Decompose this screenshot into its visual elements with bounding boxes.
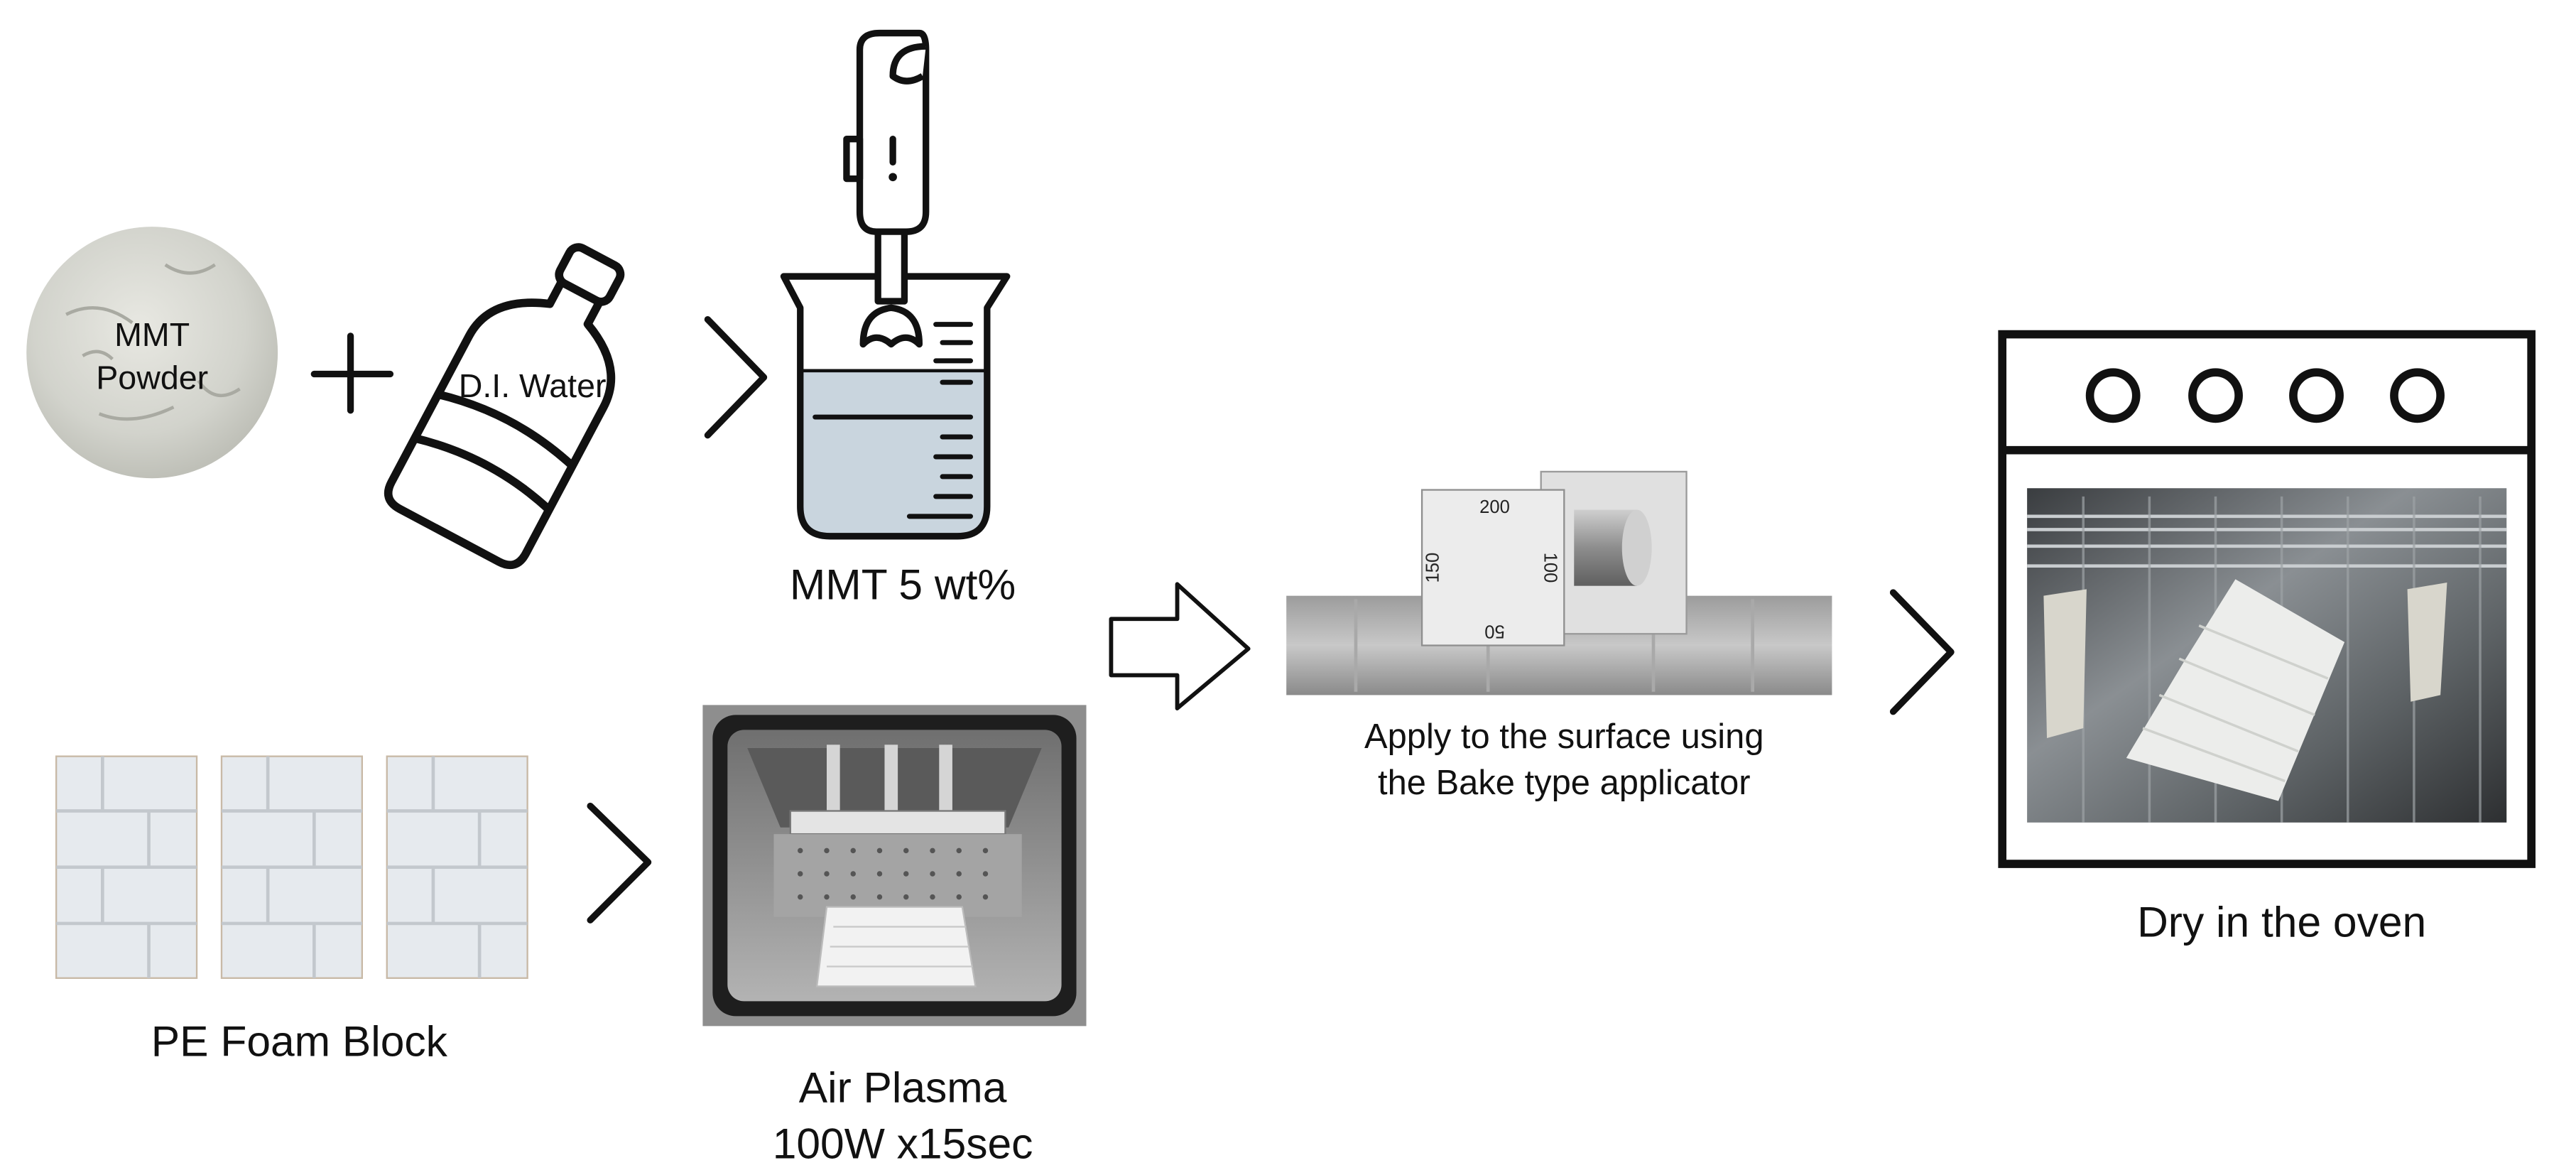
plus-icon (310, 332, 394, 414)
apply-label-line1: Apply to the surface using (1364, 718, 1764, 757)
apply-label: Apply to the surface using the Bake type… (1283, 715, 1846, 807)
pe-foam-label: PE Foam Block (151, 1016, 447, 1066)
applicator-mark-bottom: 50 (1484, 622, 1504, 641)
applicator-mark-right: 100 (1540, 553, 1560, 583)
pe-foam-block-images (55, 755, 528, 979)
applicator-block-icon: 200 50 150 100 (1286, 470, 1832, 695)
hand-blender-icon (843, 29, 930, 348)
water-bottle-icon (384, 243, 625, 570)
mmt-solution-label: MMT 5 wt% (789, 559, 1016, 610)
oven-icon (1998, 330, 2536, 868)
mmt-powder-label-line2: Powder (96, 360, 209, 398)
foam-block (55, 755, 198, 979)
apply-label-line2: the Bake type applicator (1378, 764, 1751, 803)
mmt-powder-label-line1: MMT (114, 318, 190, 354)
foam-block (386, 755, 528, 979)
air-plasma-label-line1: Air Plasma (798, 1062, 1007, 1112)
oven-knob (2188, 368, 2243, 423)
mmt-powder-label: MMT Powder (70, 315, 235, 401)
di-water-label: D.I. Water (458, 369, 607, 406)
oven-knob (2289, 368, 2344, 423)
air-plasma-label: Air Plasma 100W x15sec (695, 1059, 1112, 1171)
oven-knob (2085, 368, 2141, 423)
chevron-right-icon (1889, 589, 1955, 715)
applicator-mark-left: 150 (1423, 553, 1442, 583)
air-plasma-label-line2: 100W x15sec (772, 1118, 1033, 1169)
beaker-icon (780, 273, 1011, 540)
chevron-right-icon (704, 315, 768, 439)
oven-knob (2390, 368, 2445, 423)
oven-interior-image (2027, 488, 2507, 823)
oven-label: Dry in the oven (2137, 897, 2427, 947)
mmt-powder-image (26, 227, 278, 479)
air-plasma-chamber-image (702, 705, 1087, 1027)
applicator-mark-top: 200 (1479, 497, 1510, 517)
chevron-right-icon (587, 802, 652, 924)
foam-block (220, 755, 363, 979)
hollow-arrow-right-icon (1109, 582, 1251, 710)
